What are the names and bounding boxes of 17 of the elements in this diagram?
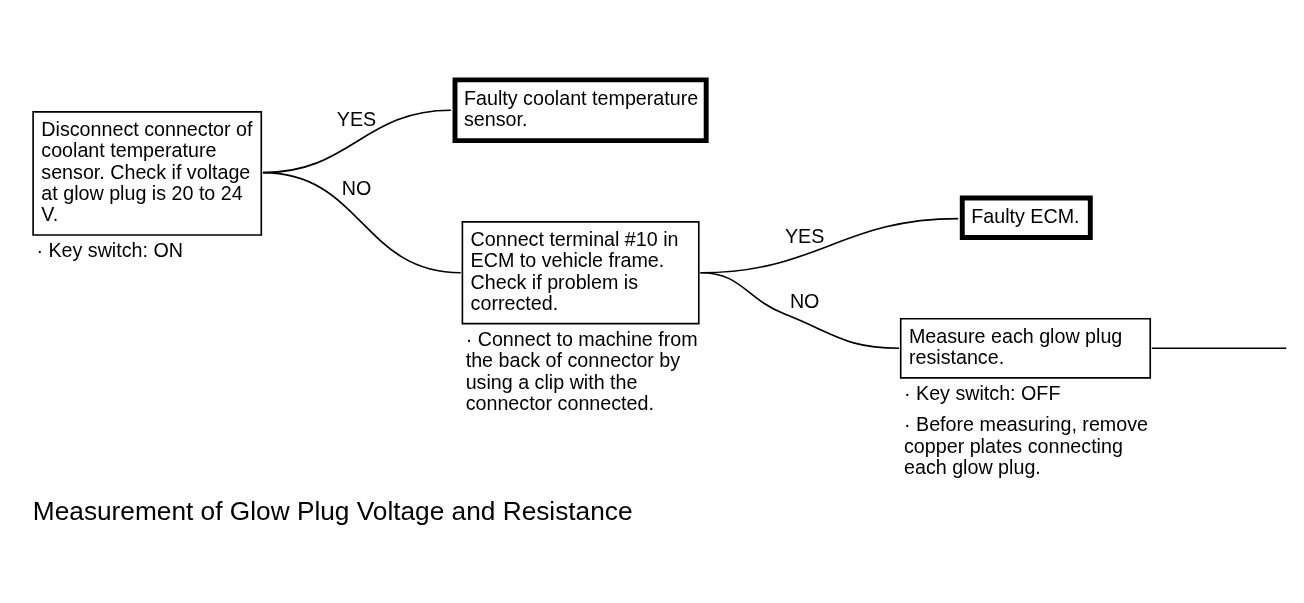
node-box: Faulty ECM. — [959, 195, 1093, 240]
node-box: Measure each glow plug resistance. — [899, 317, 1152, 379]
node-label: · Key switch: OFF — [903, 382, 1061, 405]
edge-label: NO — [789, 290, 820, 313]
node-box: Faulty coolant temperature sensor. — [452, 77, 709, 144]
edge-label: NO — [341, 176, 372, 199]
node-label: · Key switch: ON — [36, 239, 183, 262]
edge-label: YES — [336, 108, 377, 131]
connector — [1151, 347, 1288, 350]
connector — [699, 271, 900, 350]
node-box: Disconnect connector of coolant temperature sensor. Check if voltage at glow plug is 20 to 24 V. — [32, 111, 263, 236]
node-box: Connect terminal #10 in ECM to vehicle frame. Check if problem is corrected. — [461, 221, 700, 325]
node-label: · Before measuring, remove copper plates connecting each glow plug. — [903, 413, 1149, 479]
connector — [262, 171, 462, 274]
caption: Measurement of Glow Plug Voltage and Resistance — [32, 496, 633, 527]
node-label: · Connect to machine from the back of connector by using a clip with the connector connected. — [465, 327, 698, 415]
edge-label: YES — [784, 224, 825, 247]
